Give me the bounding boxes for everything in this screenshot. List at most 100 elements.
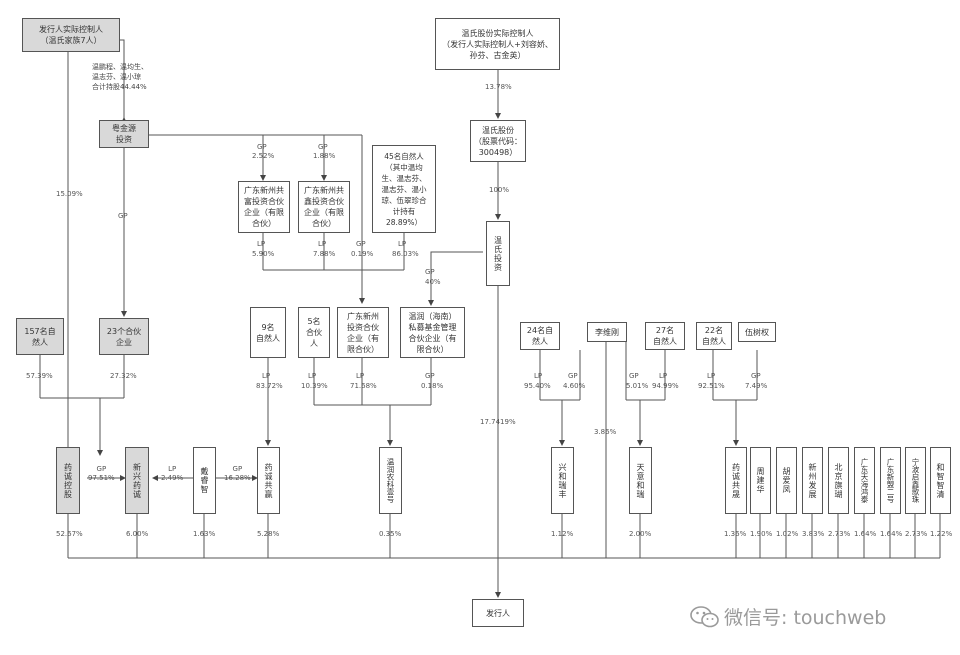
label-lp-partners5: LP [308, 372, 317, 380]
label-gp-wensinvest: GP [425, 268, 435, 276]
node-gd-tianhai: 广东天海鸿泰 [854, 447, 875, 514]
node-natural-9: 9名 自然人 [250, 307, 286, 358]
node-xinghe-ruifeng: 兴和瑞丰 [551, 447, 574, 514]
node-yaocheng-holding: 药诚控股 [56, 447, 80, 514]
label-pct-9251: 92.51% [698, 382, 725, 390]
label-lp-natural45: LP [398, 240, 407, 248]
node-ningbo-jinxin: 宁波启鑫歌珠 [905, 447, 926, 514]
node-dai-yanzhi: 戴睿智 [193, 447, 216, 514]
node-wenrun-nongke: 温润农科壹号 [379, 447, 402, 514]
label-pct-383: 3.83% [802, 530, 825, 538]
node-hezhi-zhiqing: 和智智清 [930, 447, 951, 514]
node-partners-23: 23个合伙 企业 [99, 318, 149, 355]
label-gp-gongfu: GP [257, 143, 267, 151]
node-li-weigang: 李维刚 [587, 322, 627, 342]
label-pct-40: 40% [425, 278, 441, 286]
label-pct-122: 1.22% [930, 530, 953, 538]
node-issuer: 发行人 [472, 599, 524, 627]
node-natural-45: 45名自然人 （其中温均 生、温志芬、 温志芬、温小 琼、伍翠珍合 计持有 28… [372, 145, 436, 233]
node-wens-invest: 温氏投资 [486, 221, 510, 286]
node-wens-hainan: 温润（海南） 私募基金管理 合伙企业（有 限合伙） [400, 307, 465, 358]
node-gd-xinzhou-touzi: 广东新州 投资合伙 企业（有 限合伙） [337, 307, 389, 358]
node-natural-157: 157名自 然人 [16, 318, 64, 355]
node-yaocheng-gongsheng: 药诚共晟 [725, 447, 747, 514]
label-pct-590: 5.90% [252, 250, 275, 258]
label-pct-9499: 94.99% [652, 382, 679, 390]
label-pct-136: 1.36% [724, 530, 747, 538]
label-pct-460: 4.60% [563, 382, 586, 390]
label-pct-273a: 2.73% [828, 530, 851, 538]
node-gd-xinmeng: 广东新盟二号 [880, 447, 901, 514]
label-pct-273b: 2.73% [905, 530, 928, 538]
label-pct-163: 1.63% [193, 530, 216, 538]
node-gd-xinzhou-gongfu: 广东新州共 富投资合伙 企业（有限 合伙） [238, 181, 290, 233]
label-pct-9540: 95.40% [524, 382, 551, 390]
node-gd-xinzhou-gongxin: 广东新州共 鑫投资合伙 企业（有限 合伙） [298, 181, 350, 233]
node-xinxing-yaocheng: 新兴药诚 [125, 447, 149, 514]
label-hold-4444: 温鹏程、温均生、 温志芬、温小琼 合计持股44.44% [92, 63, 148, 91]
node-natural-27: 27名 自然人 [645, 322, 685, 350]
label-gp-gongxin: GP [318, 143, 328, 151]
watermark-text: 微信号: touchweb [724, 607, 887, 629]
label-gp-hainan: GP [425, 372, 435, 380]
label-lp-natural9: LP [262, 372, 271, 380]
node-yuejinyuan: 粤金源 投资 [99, 120, 149, 148]
label-pct-600: 6.00% [126, 530, 149, 538]
label-pct-501: 5.01% [626, 382, 649, 390]
label-gp-wushupu: GP [751, 372, 761, 380]
label-pct-188: 1.88% [313, 152, 336, 160]
label-pct-112: 1.12% [551, 530, 574, 538]
label-pct-019: 0.19% [351, 250, 374, 258]
node-actual-controller: 发行人实际控制人 （温氏家族7人） [22, 18, 120, 52]
label-pct-386: 3.86% [594, 428, 617, 436]
label-pct-1774: 17.7419% [480, 418, 516, 426]
label-pct-035: 0.35% [379, 530, 402, 538]
label-gp-1628: GP 16.28% [224, 465, 251, 482]
node-zhou-jianhua: 周建华 [750, 447, 771, 514]
label-pct-102: 1.02% [776, 530, 799, 538]
watermark: 微信号: touchweb [690, 603, 886, 630]
label-pct-164b: 1.64% [880, 530, 903, 538]
label-gp-yuejinyuan: GP [118, 212, 128, 220]
label-lp-gongxin: LP [318, 240, 327, 248]
label-lp-gongfu: LP [257, 240, 266, 248]
label-pct-100: 100% [489, 186, 510, 194]
label-pct-1378: 13.78% [485, 83, 512, 91]
label-pct-252: 2.52% [252, 152, 275, 160]
node-beijing-qihao: 北京旗瑚 [828, 447, 849, 514]
label-lp-natural24: LP [534, 372, 543, 380]
label-gp-liweigang: GP [568, 372, 578, 380]
label-pct-8603: 86.03% [392, 250, 419, 258]
label-pct-8372: 83.72% [256, 382, 283, 390]
node-wens-controller: 温氏股份实际控制人 （发行人实际控制人+刘容娇、 孙芬、古金英） [435, 18, 560, 70]
label-pct-749: 7.49% [745, 382, 768, 390]
node-partners-5: 5名 合伙 人 [298, 307, 330, 358]
label-gp-yuejinyuan-2: GP [356, 240, 366, 248]
label-lp-249: LP 2.49% [161, 465, 184, 482]
node-wens-shares: 温氏股份 （股票代码： 300498） [470, 120, 526, 162]
label-gp-9751: GP 97.51% [88, 465, 115, 482]
label-gp-liweigang-2: GP [629, 372, 639, 380]
node-wu-shupu: 伍树权 [738, 322, 776, 342]
node-natural-22: 22名 自然人 [696, 322, 732, 350]
label-pct-200: 2.00% [629, 530, 652, 538]
label-pct-2732: 27.32% [110, 372, 137, 380]
label-lp-natural27: LP [659, 372, 668, 380]
node-yaocheng-gongying: 药诚共赢 [257, 447, 280, 514]
label-pct-5739: 57.39% [26, 372, 53, 380]
label-pct-190: 1.90% [750, 530, 773, 538]
label-pct-1509: 15.09% [56, 190, 83, 198]
label-pct-5267: 52.67% [56, 530, 83, 538]
label-lp-natural22: LP [707, 372, 716, 380]
node-xinzhou-fazhan: 新州发展 [802, 447, 823, 514]
label-pct-7168: 71.68% [350, 382, 377, 390]
node-hu-aifeng: 胡爱凤 [776, 447, 797, 514]
label-pct-018: 0.18% [421, 382, 444, 390]
node-natural-24: 24名自 然人 [520, 322, 560, 350]
label-pct-1039: 10.39% [301, 382, 328, 390]
label-pct-788: 7.88% [313, 250, 336, 258]
node-tianyi-herui: 天意和瑞 [629, 447, 652, 514]
label-pct-528: 5.28% [257, 530, 280, 538]
